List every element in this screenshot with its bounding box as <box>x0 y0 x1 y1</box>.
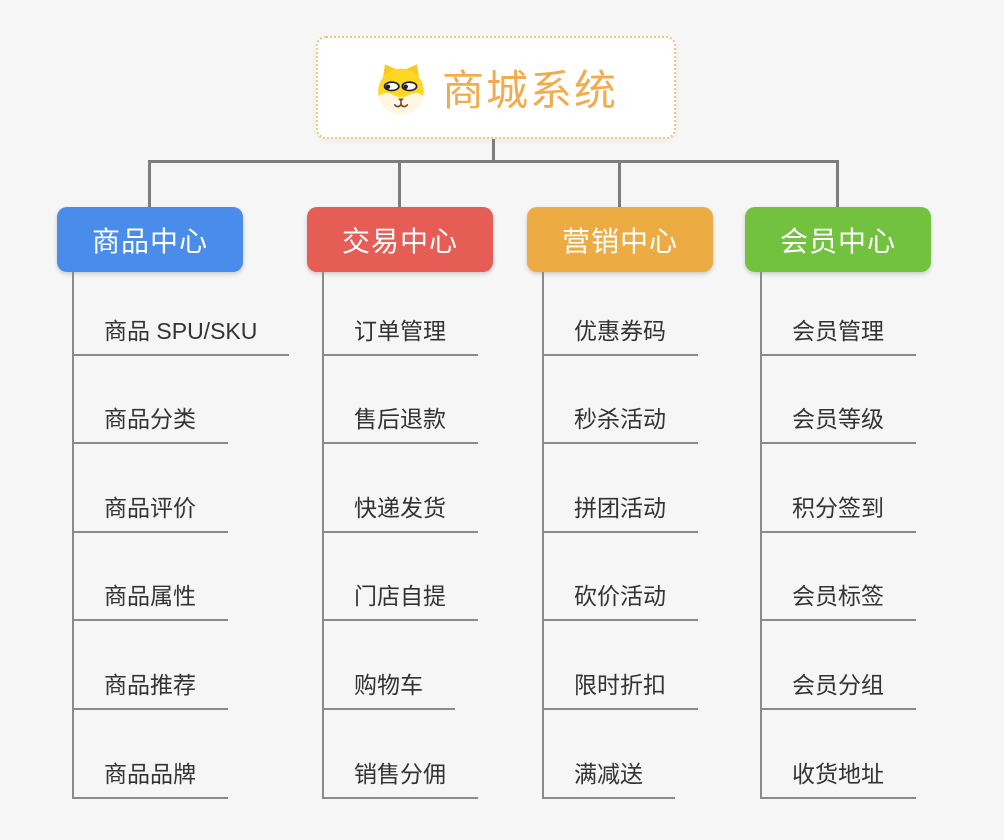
connector-branch-trunk <box>322 272 324 799</box>
leaf-node[interactable]: 满减送 <box>542 755 675 799</box>
leaf-node[interactable]: 会员等级 <box>760 400 916 445</box>
branch-node-member-center[interactable]: 会员中心 <box>745 207 931 272</box>
leaf-node[interactable]: 订单管理 <box>322 312 478 356</box>
connector-drop-transaction-center <box>398 160 401 207</box>
branch-node-marketing-center[interactable]: 营销中心 <box>527 207 713 272</box>
leaf-node[interactable]: 商品属性 <box>72 577 228 622</box>
leaf-node[interactable]: 购物车 <box>322 666 455 710</box>
connector-drop-product-center <box>148 160 151 207</box>
leaf-node[interactable]: 商品评价 <box>72 489 228 533</box>
leaf-node[interactable]: 积分签到 <box>760 489 916 533</box>
leaf-node[interactable]: 会员分组 <box>760 666 916 710</box>
connector-drop-marketing-center <box>618 160 621 207</box>
dog-face-icon <box>378 63 424 114</box>
branch-column-transaction-center: 订单管理 售后退款 快递发货 门店自提 购物车 销售分佣 <box>322 267 562 799</box>
leaf-node[interactable]: 收货地址 <box>760 755 916 799</box>
connector-branch-trunk <box>542 272 544 799</box>
leaf-node[interactable]: 会员标签 <box>760 577 916 622</box>
root-node-title: 商城系统 <box>441 67 618 114</box>
leaf-node[interactable]: 商品 SPU/SKU <box>72 312 290 356</box>
leaf-node[interactable]: 销售分佣 <box>322 755 478 799</box>
connector-branch-trunk <box>72 272 74 799</box>
branch-column-member-center: 会员管理 会员等级 积分签到 会员标签 会员分组 收货地址 <box>760 267 1000 799</box>
connector-branch-trunk <box>760 272 762 799</box>
leaf-node[interactable]: 快递发货 <box>322 489 478 533</box>
leaf-node[interactable]: 砍价活动 <box>542 577 698 622</box>
branch-column-marketing-center: 优惠券码 秒杀活动 拼团活动 砍价活动 限时折扣 满减送 <box>542 267 782 799</box>
leaf-node[interactable]: 门店自提 <box>322 577 478 622</box>
leaf-node[interactable]: 商品品牌 <box>72 755 228 799</box>
leaf-node[interactable]: 优惠券码 <box>542 312 698 356</box>
leaf-node[interactable]: 商品分类 <box>72 400 228 445</box>
connector-root-stub <box>492 139 495 162</box>
leaf-node[interactable]: 商品推荐 <box>72 666 228 710</box>
leaf-node[interactable]: 限时折扣 <box>542 666 698 710</box>
branch-node-product-center[interactable]: 商品中心 <box>57 207 243 272</box>
branch-column-product-center: 商品 SPU/SKU 商品分类 商品评价 商品属性 商品推荐 商品品牌 <box>72 267 312 799</box>
connector-drop-member-center <box>836 160 839 207</box>
leaf-node[interactable]: 拼团活动 <box>542 489 698 533</box>
leaf-node[interactable]: 会员管理 <box>760 312 916 356</box>
leaf-node[interactable]: 售后退款 <box>322 400 478 445</box>
root-node[interactable]: 商城系统 <box>316 36 676 139</box>
leaf-node[interactable]: 秒杀活动 <box>542 400 698 445</box>
branch-node-transaction-center[interactable]: 交易中心 <box>307 207 493 272</box>
connector-horizontal-trunk <box>148 160 839 163</box>
